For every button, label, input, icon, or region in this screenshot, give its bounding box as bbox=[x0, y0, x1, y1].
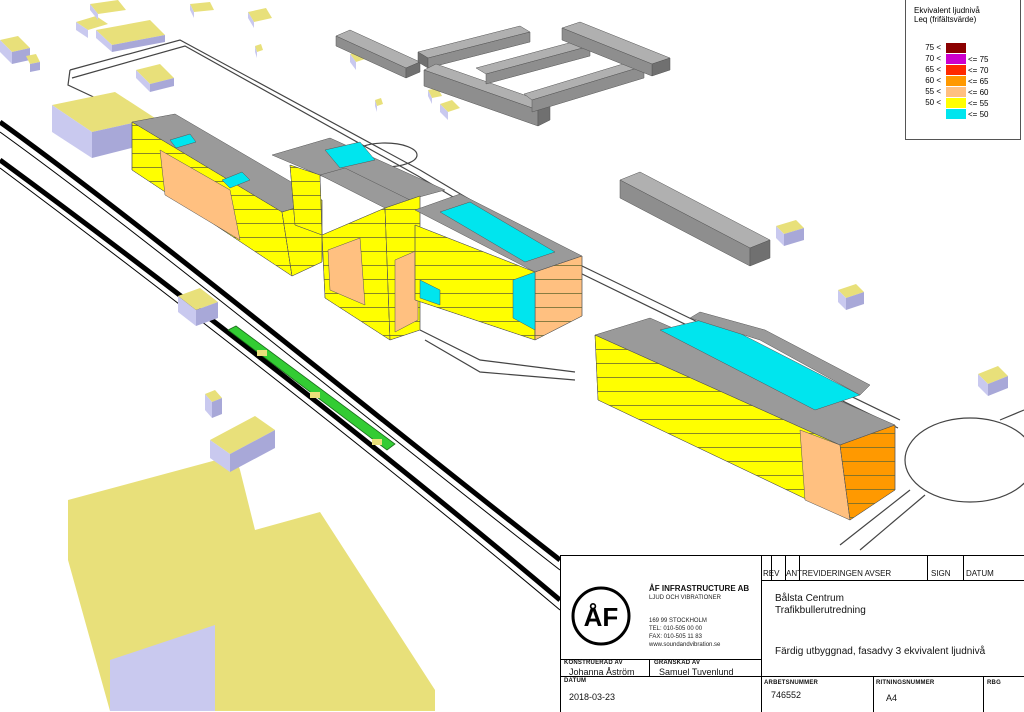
arbetsnummer-value: 746552 bbox=[771, 690, 802, 700]
project-subtitle: Trafikbullerutredning bbox=[775, 605, 866, 616]
konstruerad-label: KONSTRUERAD AV bbox=[564, 660, 623, 666]
legend-low: 75 < bbox=[925, 43, 941, 52]
legend-subtitle: Leq (frifältsvärde) bbox=[914, 15, 977, 24]
legend-row: 65 < <= 70 bbox=[916, 65, 1016, 75]
legend-low: 50 < bbox=[925, 98, 941, 107]
building-east bbox=[594, 311, 896, 521]
datum-label: DATUM bbox=[564, 678, 587, 684]
legend-row: 60 < <= 65 bbox=[916, 76, 1016, 86]
legend-high: <= 60 bbox=[968, 88, 989, 97]
legend-swatch bbox=[946, 98, 966, 108]
legend-swatch bbox=[946, 54, 966, 64]
arbetsnummer-label: ARBETSNUMMER bbox=[764, 680, 819, 686]
drawing-title-block: ÅF ÅF INFRASTRUCTURE AB LJUD OCH VIBRATI… bbox=[560, 555, 1024, 712]
legend-row: 50 < <= 55 bbox=[916, 98, 1016, 108]
rbg-label: RBG bbox=[987, 680, 1001, 686]
ground-areas bbox=[68, 455, 435, 711]
legend-row: 70 < <= 75 bbox=[916, 54, 1016, 64]
legend-high: <= 75 bbox=[968, 55, 989, 64]
granskad-label: GRANSKAD AV bbox=[654, 660, 701, 666]
legend-low: 65 < bbox=[925, 65, 941, 74]
legend-swatch bbox=[946, 43, 966, 53]
building-courtyard bbox=[414, 193, 583, 341]
legend-low: 55 < bbox=[925, 87, 941, 96]
legend-high: <= 55 bbox=[968, 99, 989, 108]
department: LJUD OCH VIBRATIONER bbox=[649, 595, 721, 601]
revidering-header: REVIDERINGEN AVSER bbox=[802, 569, 892, 578]
address: 169 99 STOCKHOLM bbox=[649, 618, 707, 624]
building-middle-tower bbox=[271, 137, 446, 341]
legend-low: 60 < bbox=[925, 76, 941, 85]
legend-high: <= 50 bbox=[968, 110, 989, 119]
legend-high: <= 65 bbox=[968, 77, 989, 86]
existing-buildings bbox=[335, 21, 771, 267]
legend-row: 75 < bbox=[916, 43, 1016, 53]
legend-title: Ekvivalent ljudnivå bbox=[914, 6, 980, 15]
datum-value: 2018-03-23 bbox=[569, 692, 616, 702]
legend-swatch bbox=[946, 65, 966, 75]
legend-swatch bbox=[946, 76, 966, 86]
ritningsnummer-label: RITNINGSNUMMER bbox=[876, 680, 935, 686]
company-name: ÅF INFRASTRUCTURE AB bbox=[649, 584, 750, 593]
telephone: TEL: 010-505 00 00 bbox=[649, 626, 703, 632]
legend-swatch bbox=[946, 109, 966, 119]
legend-swatch bbox=[946, 87, 966, 97]
drawing-title: Färdig utbyggnad, fasadvy 3 ekvivalent l… bbox=[775, 646, 986, 657]
ant-header: ANT bbox=[786, 569, 802, 578]
rev-header: REV bbox=[763, 569, 780, 578]
building-west bbox=[131, 113, 323, 277]
granskad-value: Samuel Tuvenlund bbox=[659, 667, 734, 677]
website: www.soundandvibration.se bbox=[649, 642, 721, 648]
legend-row: 55 < <= 60 bbox=[916, 87, 1016, 97]
legend-row: <= 50 bbox=[916, 109, 1016, 119]
logo-text: ÅF bbox=[584, 602, 619, 632]
fax: FAX: 010-505 11 83 bbox=[649, 634, 702, 640]
project-name: Bålsta Centrum bbox=[775, 593, 844, 604]
station-platform bbox=[227, 325, 396, 451]
ritningsnummer-value: A4 bbox=[886, 693, 898, 703]
konstruerad-value: Johanna Åström bbox=[569, 667, 635, 677]
af-logo-icon: ÅF bbox=[571, 586, 631, 646]
railway-tracks bbox=[0, 119, 562, 611]
legend-high: <= 70 bbox=[968, 66, 989, 75]
noise-level-legend: Ekvivalent ljudnivå Leq (frifältsvärde) … bbox=[905, 0, 1021, 140]
datum-header: DATUM bbox=[966, 569, 994, 578]
legend-low: 70 < bbox=[925, 54, 941, 63]
sign-header: SIGN bbox=[931, 569, 951, 578]
